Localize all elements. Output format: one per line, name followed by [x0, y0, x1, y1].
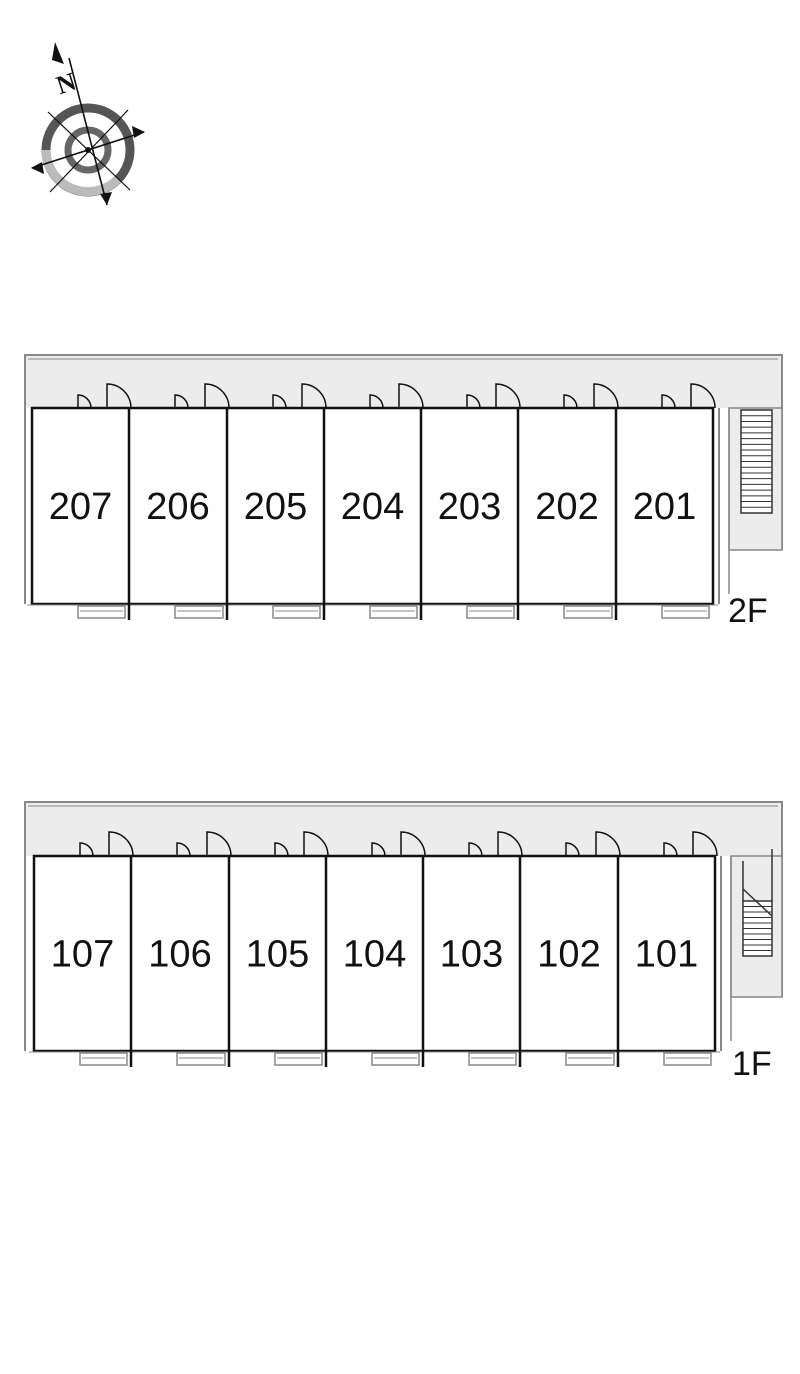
- unit-number: 206: [146, 486, 209, 528]
- door-swing: [495, 383, 521, 409]
- small-door-swing: [663, 842, 678, 857]
- unit-number: 105: [246, 934, 309, 976]
- small-door-swing: [272, 394, 287, 409]
- floor-label: 2F: [728, 592, 768, 630]
- small-door-swing: [369, 394, 384, 409]
- compass-north-label: N: [53, 67, 80, 100]
- corridor: [25, 802, 782, 856]
- door-swing: [108, 831, 134, 857]
- small-door-swing: [176, 842, 191, 857]
- unit-number: 103: [440, 934, 503, 976]
- small-door-swing: [79, 842, 94, 857]
- unit-number: 203: [438, 486, 501, 528]
- unit-number: 102: [537, 934, 600, 976]
- unit-number: 101: [635, 934, 698, 976]
- unit-number: 202: [535, 486, 598, 528]
- unit-number: 107: [51, 934, 114, 976]
- balcony: [79, 1052, 128, 1066]
- unit-107: 107: [51, 831, 134, 1066]
- floor-2f: 207 206 205 204 203 202 201 2F: [24, 354, 783, 630]
- door-swing: [690, 383, 716, 409]
- unit-number: 104: [343, 934, 406, 976]
- balcony: [369, 605, 418, 619]
- balcony: [563, 605, 613, 619]
- unit-104: 104: [324, 831, 426, 1067]
- unit-number: 204: [341, 486, 404, 528]
- small-door-swing: [563, 394, 578, 409]
- door-swing: [593, 383, 619, 409]
- compass-line-diag2: [49, 109, 129, 193]
- door-swing: [398, 383, 424, 409]
- compass-east-arrow: [132, 126, 145, 138]
- unit-202: 202: [516, 383, 619, 620]
- unit-number: 201: [633, 486, 696, 528]
- balcony: [466, 605, 515, 619]
- compass-rose-icon: N: [31, 42, 145, 206]
- floor-label: 1F: [732, 1045, 772, 1083]
- door-swing: [301, 383, 327, 409]
- building-block: [32, 854, 717, 1053]
- compass-north-arrow: [52, 42, 64, 64]
- small-door-swing: [468, 842, 483, 857]
- corridor: [25, 355, 782, 408]
- unit-103: 103: [421, 831, 523, 1067]
- door-swing: [204, 383, 230, 409]
- unit-204: 204: [322, 383, 424, 620]
- compass-west-arrow: [31, 162, 44, 174]
- unit-number: 207: [49, 486, 112, 528]
- door-swing: [400, 831, 426, 857]
- small-door-swing: [661, 394, 676, 409]
- balcony: [663, 1052, 712, 1066]
- door-swing: [595, 831, 621, 857]
- unit-102: 102: [518, 831, 621, 1067]
- stair-break-line: [742, 888, 773, 917]
- balcony: [661, 605, 710, 619]
- door-swing: [497, 831, 523, 857]
- unit-205: 205: [225, 383, 327, 620]
- door-swing: [303, 831, 329, 857]
- building-block: [30, 406, 715, 606]
- unit-201: 201: [614, 383, 716, 620]
- balcony: [77, 605, 126, 619]
- unit-number: 205: [244, 486, 307, 528]
- balcony: [274, 1052, 323, 1066]
- unit-207: 207: [49, 383, 132, 619]
- door-swing: [106, 383, 132, 409]
- floor-1f: 107 106 105 104 103 102 101 1F: [24, 801, 783, 1083]
- balcony: [272, 605, 321, 619]
- unit-number: 106: [148, 934, 211, 976]
- small-door-swing: [565, 842, 580, 857]
- balcony: [565, 1052, 615, 1066]
- small-door-swing: [174, 394, 189, 409]
- balcony: [176, 1052, 226, 1066]
- small-door-swing: [77, 394, 92, 409]
- compass-line-ns: [68, 57, 108, 206]
- balcony: [174, 605, 224, 619]
- unit-105: 105: [227, 831, 329, 1067]
- compass-south-arrow: [100, 192, 112, 205]
- small-door-swing: [371, 842, 386, 857]
- door-swing: [206, 831, 232, 857]
- door-swing: [692, 831, 718, 857]
- balcony: [468, 1052, 517, 1066]
- small-door-swing: [274, 842, 289, 857]
- unit-206: 206: [127, 383, 230, 620]
- unit-106: 106: [129, 831, 232, 1067]
- unit-203: 203: [419, 383, 521, 620]
- small-door-swing: [466, 394, 481, 409]
- balcony: [371, 1052, 420, 1066]
- unit-101: 101: [616, 831, 718, 1067]
